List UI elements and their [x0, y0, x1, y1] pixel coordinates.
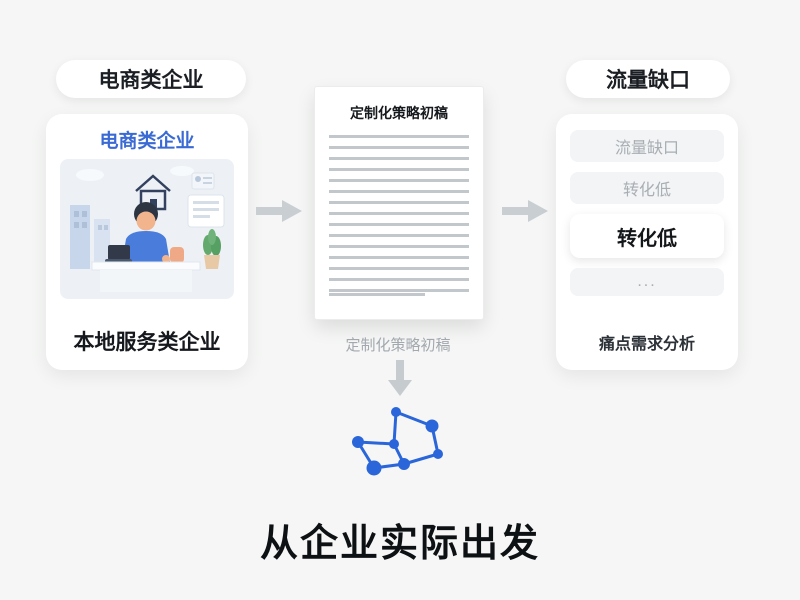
right-card-caption: 痛点需求分析: [598, 336, 695, 353]
left-card-caption: 本地服务类企业: [73, 331, 221, 354]
right-badge: 流量缺口: [566, 60, 730, 98]
main-title: 从企业实际出发: [259, 523, 540, 565]
document-text-lines: [329, 135, 469, 293]
left-card: 电商类企业: [46, 114, 248, 370]
right-badge-label: 流量缺口: [606, 69, 690, 92]
list-item-ellipsis: ...: [570, 268, 724, 296]
strategy-document: 定制化策略初稿: [314, 86, 484, 320]
left-badge: 电商类企业: [56, 60, 246, 98]
arrow-right-icon: [502, 200, 548, 222]
left-card-title: 电商类企业: [99, 131, 195, 152]
list-item: 转化低: [570, 172, 724, 204]
document-title: 定制化策略初稿: [350, 105, 448, 121]
painpoint-list: 流量缺口 转化低 转化低 ...: [556, 114, 738, 296]
document-caption: 定制化策略初稿: [345, 337, 451, 354]
network-graph-icon: [352, 407, 443, 476]
arrow-right-icon: [256, 200, 302, 222]
list-item-highlighted: 转化低: [570, 214, 724, 258]
list-item: 流量缺口: [570, 130, 724, 162]
left-badge-label: 电商类企业: [98, 69, 204, 92]
right-card: 流量缺口 转化低 转化低 ... 痛点需求分析: [556, 114, 738, 370]
arrow-down-icon: [388, 360, 412, 396]
document-text-lastline: [329, 293, 425, 296]
workspace-illustration: [60, 159, 234, 299]
